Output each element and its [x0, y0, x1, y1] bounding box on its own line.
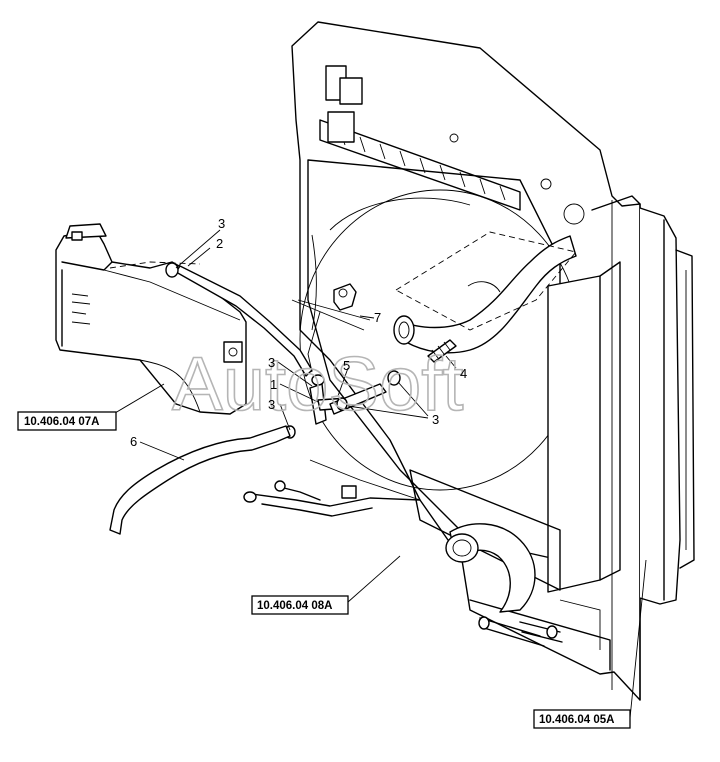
callout-4: 4 [460, 366, 467, 381]
reference-box-05a[interactable]: 10.406.04 05A [533, 709, 631, 729]
fitting-4 [427, 339, 457, 363]
expansion-tank [55, 223, 247, 415]
reference-box-08a[interactable]: 10.406.04 08A [251, 595, 349, 615]
callout-3-lower: 3 [268, 397, 275, 412]
leader-lines [109, 229, 647, 719]
hidden-hose-outline [395, 231, 577, 331]
reference-07a-label: 10.406.04 07A [24, 416, 99, 428]
callout-5: 5 [343, 358, 350, 373]
callout-6: 6 [130, 434, 137, 449]
reference-08a-label: 10.406.04 08A [257, 600, 332, 612]
callout-7: 7 [374, 310, 381, 325]
callout-3: 3 [218, 216, 225, 231]
callout-1: 1 [270, 377, 277, 392]
watermark-text: AutoSoft [172, 342, 464, 427]
reference-box-07a[interactable]: 10.406.04 07A [17, 411, 117, 431]
callout-3-right: 3 [432, 412, 439, 427]
reference-05a-label: 10.406.04 05A [539, 714, 614, 726]
callout-3-upper: 3 [268, 355, 275, 370]
tee-fitting-1 [284, 370, 401, 439]
callout-2: 2 [216, 236, 223, 251]
clamp-3-top [165, 262, 179, 278]
bracket-7 [333, 283, 357, 311]
bottom-tube-assembly [243, 459, 421, 517]
radiator-assembly [291, 21, 695, 701]
hose-6 [109, 425, 291, 535]
